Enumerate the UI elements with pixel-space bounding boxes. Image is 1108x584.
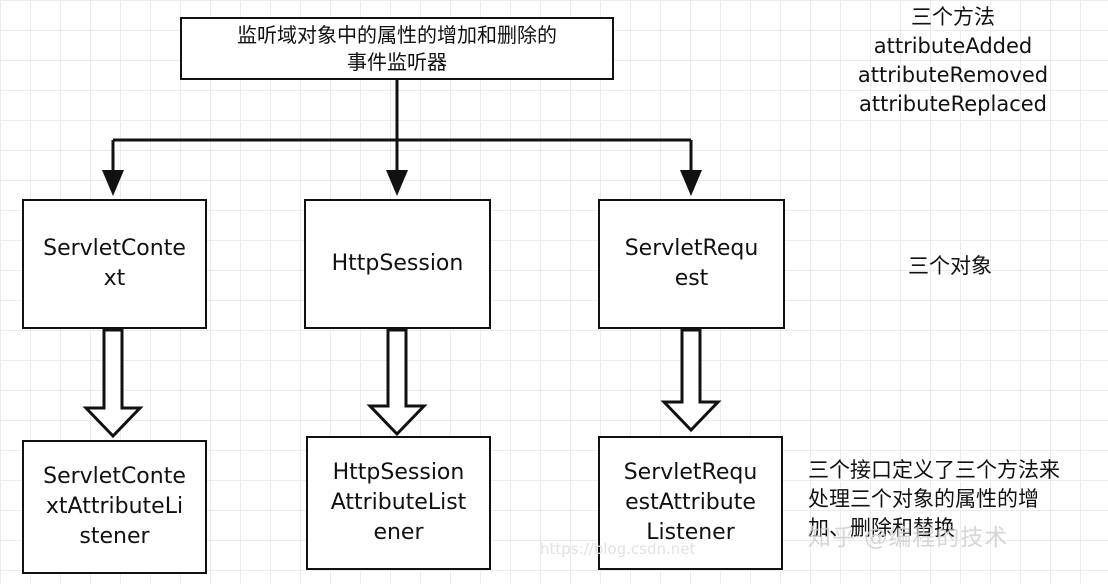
object-box-http-session: HttpSession — [304, 199, 491, 329]
object-box-servlet-context: ServletConte xt — [22, 199, 207, 329]
listener-box-http-session: HttpSession AttributeList ener — [306, 436, 491, 570]
object-label: ServletConte xt — [43, 236, 186, 291]
listener-box-servlet-request: ServletRequ estAttribute Listener — [598, 436, 783, 570]
watermark: 知乎 @编程的技术 — [808, 525, 1009, 551]
objects-note: 三个对象 — [908, 254, 992, 278]
object-box-servlet-request: ServletRequ est — [598, 199, 785, 329]
arrowhead-center — [386, 170, 408, 196]
methods-note: 三个方法 attributeAdded attributeRemoved att… — [857, 5, 1049, 116]
object-label: HttpSession — [331, 251, 464, 276]
object-label: ServletRequ est — [624, 236, 759, 291]
hollow-arrow-left — [82, 328, 144, 439]
listener-title-box: 监听域对象中的属性的增加和删除的 事件监听器 — [180, 17, 614, 80]
hollow-arrow-right — [660, 328, 722, 433]
watermark-url: https://blog.csdn.net — [540, 540, 696, 558]
interfaces-note: 三个接口定义了三个方法来 处理三个对象的属性的增 加、删除和替换 — [808, 458, 1060, 540]
arrowhead-right — [680, 170, 702, 196]
listener-title-text: 监听域对象中的属性的增加和删除的 事件监听器 — [237, 22, 557, 74]
listener-label: HttpSession AttributeList ener — [330, 460, 467, 545]
listener-box-servlet-context: ServletConte xtAttributeLi stener — [22, 440, 207, 574]
listener-label: ServletConte xtAttributeLi stener — [43, 464, 186, 549]
arrowhead-left — [102, 170, 124, 196]
listener-label: ServletRequ estAttribute Listener — [623, 460, 758, 545]
hollow-arrow-center — [366, 328, 428, 437]
